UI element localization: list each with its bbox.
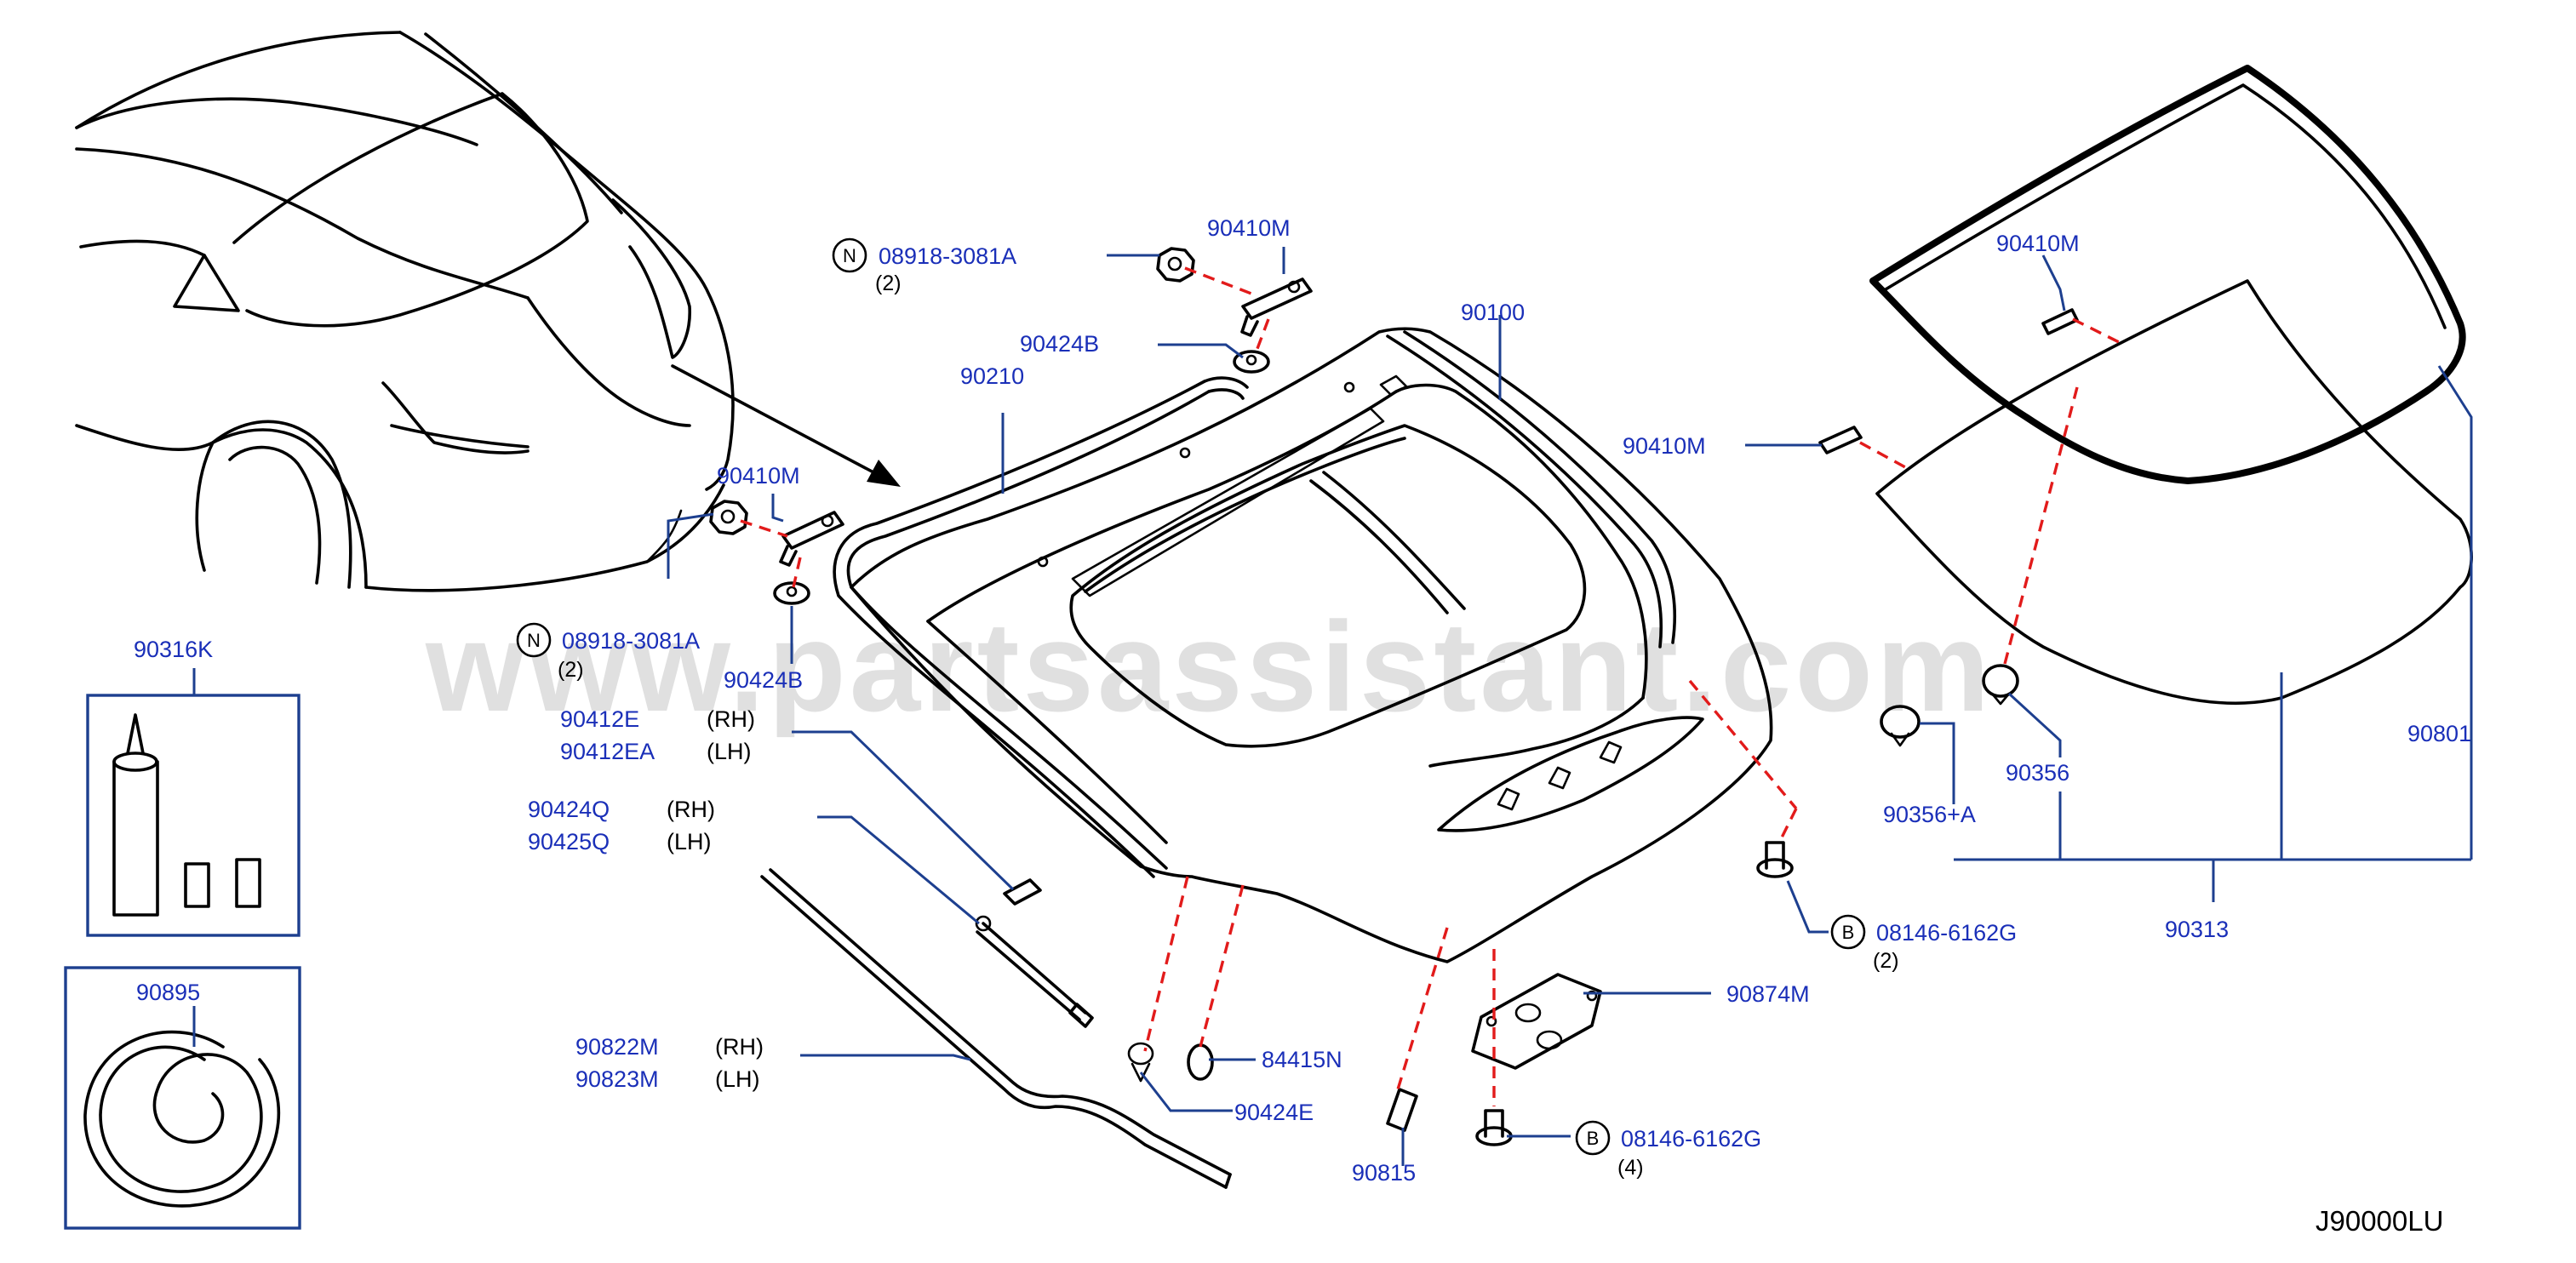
label-90874M: 90874M bbox=[1726, 981, 1810, 1007]
bumper-84415N bbox=[1127, 1042, 1214, 1083]
label-90410M-clip: 90410M bbox=[1623, 433, 1706, 459]
label-90356A: 90356+A bbox=[1883, 802, 1976, 827]
bracket-90874M bbox=[1471, 973, 1602, 1070]
svg-text:N: N bbox=[843, 245, 856, 266]
label-08918-top: 08918-3081A bbox=[879, 243, 1016, 269]
label-90356: 90356 bbox=[2006, 760, 2069, 786]
clip-90410M-right bbox=[1818, 426, 1863, 454]
label-90410M-glass: 90410M bbox=[1996, 231, 2080, 256]
label-90424E: 90424E bbox=[1234, 1100, 1314, 1125]
nut-08918-top bbox=[1156, 247, 1195, 283]
tape-roll-box bbox=[64, 966, 301, 1230]
grommet-90815 bbox=[1386, 1088, 1418, 1132]
bolt-08146-bottom bbox=[1475, 1109, 1513, 1146]
label-90801: 90801 bbox=[2407, 721, 2471, 746]
label-90815: 90815 bbox=[1352, 1160, 1416, 1186]
leader-lines bbox=[192, 247, 2473, 1166]
label-90412E: 90412E bbox=[560, 706, 639, 732]
glass-molding-90801 bbox=[1869, 65, 2466, 484]
label-90210: 90210 bbox=[960, 363, 1024, 389]
marker-b-right: B bbox=[1830, 914, 1866, 950]
svg-text:B: B bbox=[1842, 922, 1855, 943]
label-90410M-mid: 90410M bbox=[717, 463, 800, 489]
diagram-code: J90000LU bbox=[2316, 1205, 2443, 1237]
marker-n-top: N bbox=[832, 237, 867, 273]
rear-glass-90313 bbox=[1875, 279, 2473, 706]
assembly-lines bbox=[740, 266, 2125, 1106]
svg-text:B: B bbox=[1587, 1128, 1600, 1149]
stay-90412E bbox=[975, 878, 1094, 1028]
car-body-sketch bbox=[75, 31, 901, 592]
label-90412EA: 90412EA bbox=[560, 739, 655, 764]
svg-text:N: N bbox=[527, 630, 541, 651]
side-90823M: (LH) bbox=[715, 1066, 760, 1092]
label-90425Q: 90425Q bbox=[528, 829, 610, 854]
weatherstrip-90210 bbox=[833, 376, 1249, 878]
sealant-kit-box bbox=[86, 694, 301, 937]
label-90100: 90100 bbox=[1461, 300, 1525, 325]
label-08918-mid: 08918-3081A bbox=[562, 628, 700, 654]
side-90412E: (RH) bbox=[707, 706, 755, 732]
qty-08146-bottom: (4) bbox=[1617, 1156, 1644, 1180]
label-90424B-top: 90424B bbox=[1020, 331, 1099, 357]
side-90424Q: (RH) bbox=[667, 797, 715, 822]
spacer-90356 bbox=[1880, 664, 2019, 747]
label-90313: 90313 bbox=[2165, 917, 2229, 942]
label-90895: 90895 bbox=[136, 980, 200, 1005]
side-90425Q: (LH) bbox=[667, 829, 712, 854]
marker-b-bottom: B bbox=[1575, 1120, 1611, 1156]
finisher-90822M bbox=[760, 868, 1232, 1189]
hinge-90410M-top bbox=[1240, 277, 1313, 337]
qty-08918-top: (2) bbox=[875, 271, 902, 295]
label-08146-bottom: 08146-6162G bbox=[1621, 1126, 1761, 1152]
label-90822M: 90822M bbox=[575, 1034, 659, 1060]
side-90822M: (RH) bbox=[715, 1034, 764, 1060]
marker-n-mid: N bbox=[516, 622, 552, 658]
label-90316K: 90316K bbox=[134, 637, 213, 662]
label-08146-right: 08146-6162G bbox=[1876, 920, 2017, 946]
label-90410M-top: 90410M bbox=[1207, 215, 1291, 241]
qty-08146-right: (2) bbox=[1873, 949, 1899, 973]
label-90823M: 90823M bbox=[575, 1066, 659, 1092]
hinge-90410M-mid bbox=[779, 511, 844, 567]
bushing-90424B-mid bbox=[773, 581, 810, 605]
label-90424B-mid: 90424B bbox=[724, 667, 803, 693]
qty-08918-mid: (2) bbox=[558, 658, 584, 682]
bushing-90424B-top bbox=[1233, 350, 1270, 374]
label-90424Q: 90424Q bbox=[528, 797, 610, 822]
side-90412EA: (LH) bbox=[707, 739, 752, 764]
bolt-08146-right bbox=[1756, 841, 1794, 878]
back-door-panel bbox=[850, 327, 1773, 963]
label-84415N: 84415N bbox=[1262, 1047, 1342, 1072]
nut-08918-mid bbox=[709, 500, 748, 535]
clip-90410M-glass bbox=[2041, 308, 2079, 335]
watermark: www.partsassistant.com bbox=[425, 595, 1993, 738]
